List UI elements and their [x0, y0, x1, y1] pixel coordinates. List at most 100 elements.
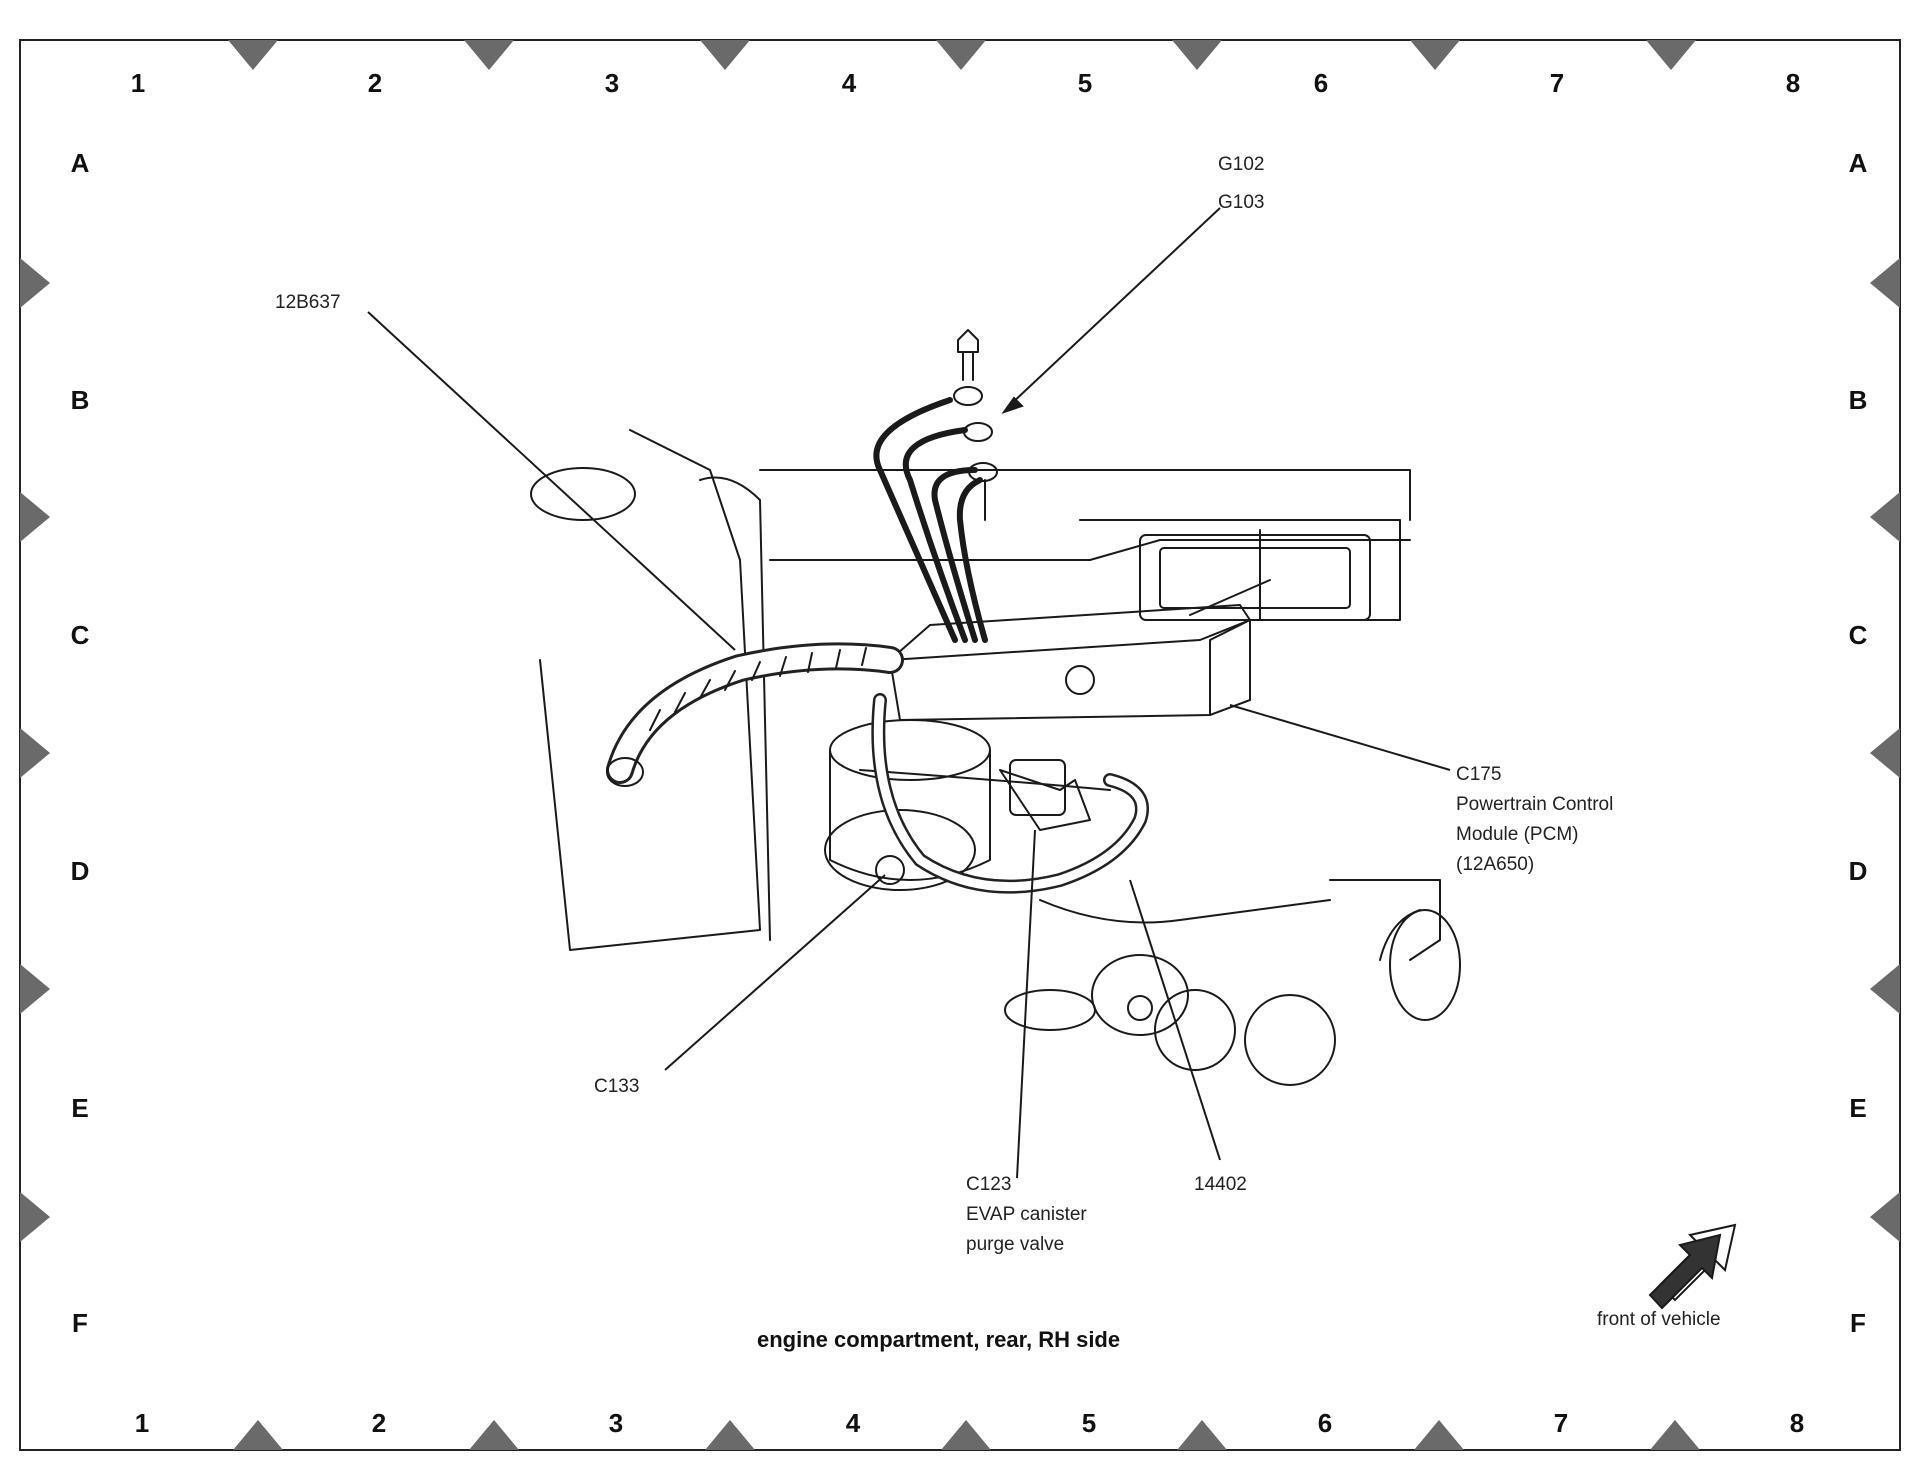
rear-panel-curve [1039, 899, 1331, 924]
diagram-shape [1172, 40, 1222, 70]
col-label-bottom-7: 7 [1553, 1408, 1569, 1438]
diagram-shape [705, 1420, 755, 1450]
diagram-shape [20, 492, 50, 542]
diagram-shape [233, 1420, 283, 1450]
evap-hose [859, 769, 1111, 791]
callout-12b637: 12B637 [275, 292, 341, 313]
callout-g102: G102 [1218, 154, 1265, 175]
row-label-right-A: A [1848, 148, 1868, 178]
callout-14402: 14402 [1194, 1174, 1247, 1195]
callout-evap-line2: purge valve [966, 1234, 1065, 1255]
row-label-right-F: F [1850, 1308, 1866, 1338]
row-label-left-E: E [71, 1093, 89, 1123]
evap-canister-base [824, 809, 976, 891]
evap-connector [999, 769, 1091, 831]
callout-evap-line1: EVAP canister [966, 1204, 1087, 1225]
leader-g102-g103 [1009, 207, 1221, 406]
diagram-shape [1870, 492, 1900, 542]
diagram-shape [1177, 1420, 1227, 1450]
top-edge-markers [228, 40, 1696, 70]
leader-c133 [664, 874, 886, 1071]
leader-12b637 [367, 311, 736, 651]
shock-tower [1379, 909, 1421, 961]
diagram-shape [20, 964, 50, 1014]
firewall-lower [1329, 879, 1441, 961]
diagram-shape [700, 40, 750, 70]
row-label-right-D: D [1848, 856, 1868, 886]
callout-pcm-line3: (12A650) [1456, 854, 1535, 875]
callout-pcm-line2: Module (PCM) [1456, 824, 1579, 845]
pcm-bracket [1079, 519, 1401, 621]
row-label-left-F: F [72, 1308, 88, 1338]
col-label-top-6: 6 [1313, 68, 1329, 98]
diagram-shape [936, 40, 986, 70]
col-label-bottom-5: 5 [1081, 1408, 1097, 1438]
col-label-top-7: 7 [1549, 68, 1565, 98]
evap-canister-body [829, 749, 991, 881]
body-panel-edge [699, 476, 771, 941]
diagram-shape [469, 1420, 519, 1450]
callout-c133: C133 [594, 1076, 640, 1097]
diagram-shape [941, 1420, 991, 1450]
col-label-bottom-3: 3 [608, 1408, 624, 1438]
col-label-top-3: 3 [604, 68, 620, 98]
cowl-lower [769, 539, 1411, 561]
evap-canister-top [829, 719, 991, 781]
diagram-shape [1414, 1420, 1464, 1450]
ground-wire-4 [956, 477, 988, 643]
diagram-shape [1870, 258, 1900, 308]
col-label-bottom-6: 6 [1317, 1408, 1333, 1438]
callout-c123: C123 [966, 1174, 1012, 1195]
mount-hole-2 [1244, 994, 1336, 1086]
callout-g103: G103 [1218, 192, 1265, 213]
diagram-shape [228, 40, 278, 70]
ground-wire-1 [873, 397, 958, 643]
cowl-ledge [759, 469, 1411, 521]
diagram-shape [1870, 964, 1900, 1014]
pcm-connector [1209, 619, 1251, 716]
ring-terminal-2 [963, 422, 993, 442]
bottom-edge-markers [233, 1420, 1700, 1450]
c133-connector [875, 855, 905, 885]
right-edge-markers [1870, 258, 1900, 1242]
col-label-top-8: 8 [1785, 68, 1801, 98]
pcm-top [889, 604, 1251, 661]
mount-hole-1 [1154, 989, 1236, 1071]
leader-14402 [1129, 879, 1221, 1161]
hose-14402-inner [873, 695, 1147, 892]
pcm-bolt [1065, 665, 1095, 695]
leader-g102-arrowhead [1001, 396, 1024, 414]
leader-c175 [1229, 704, 1451, 771]
engine-illustration [530, 329, 1461, 1086]
diagram-caption: engine compartment, rear, RH side [757, 1327, 1121, 1352]
shock-tower-cap [1389, 909, 1461, 1021]
ring-terminal-3 [968, 462, 998, 482]
row-label-right-E: E [1849, 1093, 1867, 1123]
col-label-bottom-4: 4 [845, 1408, 861, 1438]
col-label-top-4: 4 [841, 68, 857, 98]
mount-boss [1091, 954, 1189, 1036]
body-hole [530, 467, 636, 521]
col-label-bottom-1: 1 [134, 1408, 150, 1438]
callout-pcm-line1: Powertrain Control [1456, 794, 1614, 815]
leader-lines [367, 207, 1451, 1179]
pcm-clip [1189, 579, 1271, 616]
panel-opening [1004, 989, 1096, 1031]
leader-c123 [1016, 829, 1036, 1179]
ground-wire-3 [931, 467, 978, 643]
diagram-shape [1870, 1192, 1900, 1242]
front-of-vehicle-label: front of vehicle [1597, 1309, 1721, 1330]
left-edge-markers [20, 258, 50, 1242]
harness-wrap [649, 647, 867, 731]
row-label-left-B: B [70, 385, 90, 415]
body-panel-left [539, 429, 761, 951]
row-label-left-C: C [70, 620, 90, 650]
ring-terminal-1 [953, 386, 983, 406]
harness-12B637-inner [609, 645, 901, 781]
mount-stud [1127, 995, 1153, 1021]
col-label-bottom-2: 2 [371, 1408, 387, 1438]
row-label-right-B: B [1848, 385, 1868, 415]
row-label-left-D: D [70, 856, 90, 886]
diagram-shape [1646, 40, 1696, 70]
